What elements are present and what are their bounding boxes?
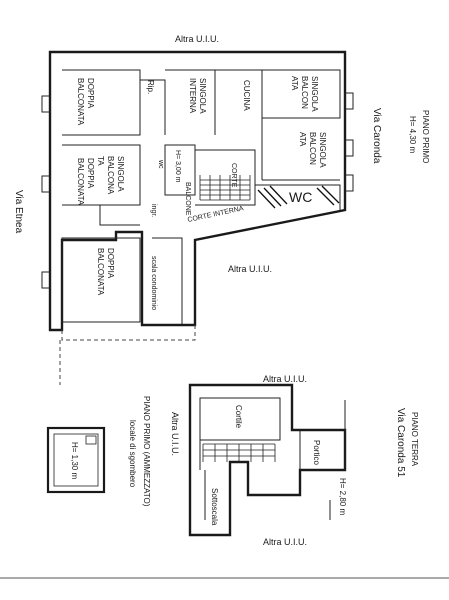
ground-floor-partitions [199, 397, 301, 520]
room-singola-balc1-line3: ATA [290, 76, 299, 91]
street-label-right-lower: Via Caronda 51 [395, 408, 406, 478]
room-singola-balc3-line1: SINGOLA [116, 156, 125, 192]
room-corte-interna: CORTE INTERNA [187, 205, 245, 224]
neighbor-label-lower-bottom: Altra U.I.U. [263, 537, 307, 547]
ground-floor-portico: Portico [312, 440, 321, 465]
room-ingresso: ingr. [150, 204, 157, 217]
mezzanine-plan [46, 426, 106, 494]
room-wc-height: H= 3,00 m [174, 150, 181, 183]
ground-floor-height: H= 2,80 m [338, 478, 347, 515]
ground-floor-sottoscala: Sottoscala [210, 488, 219, 526]
room-cucina: CUCINA [242, 80, 251, 111]
room-singola-balc3-line3: TA [96, 156, 105, 166]
mezzanine-outer-wall [46, 426, 106, 494]
room-singola-balc1-line2: BALCON [300, 76, 309, 109]
mezzanine-height: H= 1,30 m [70, 442, 79, 479]
ground-floor-cortile: Cortile [234, 405, 243, 429]
balcony-markers-left [41, 95, 51, 289]
room-doppia-bot-line2: BALCONATA [96, 248, 105, 296]
corte-stair-hatch [199, 175, 251, 201]
first-floor-title: PIANO PRIMO [421, 110, 430, 163]
room-singola-interna-line1: SINGOLA [198, 78, 207, 114]
street-label-right-upper: Via Caronda [371, 108, 382, 164]
mezzanine-title: PIANO PRIMO (AMMEZZATO) [142, 396, 151, 507]
room-doppia-bot-line1: DOPPIA [106, 248, 115, 279]
mezzanine-subtitle: locale di sgombero [128, 420, 137, 488]
room-doppia-mid-line1: DOPPIA [86, 158, 95, 189]
room-doppia-mid-line2: BALCONATA [76, 158, 85, 206]
balcony-markers-right [344, 92, 354, 192]
ground-floor-outer-wall [188, 383, 347, 537]
room-singola-balc2-line1: SINGOLA [318, 132, 327, 168]
room-ripostiglio: Rip. [146, 80, 155, 94]
room-wc-large: WC [289, 189, 312, 205]
room-singola-balc2-line3: ATA [298, 132, 307, 147]
neighbor-label-middle: Altra U.I.U. [228, 264, 272, 274]
room-singola-balc1-line1: SINGOLA [310, 76, 319, 112]
room-scala-condominio: scala condominio [150, 256, 157, 310]
room-singola-balc3-line2: BALCONA [106, 156, 115, 195]
wc-hatch [257, 185, 340, 209]
neighbor-boundary-dashed [59, 325, 196, 385]
neighbor-label-lower-left: Altra U.I.U. [170, 412, 180, 456]
ground-floor-title: PIANO TERRA [410, 412, 419, 467]
room-doppia-top-line1: DOPPIA [86, 78, 95, 109]
ground-floor-plan [188, 383, 347, 537]
mezzanine-inner-wall [53, 433, 99, 487]
first-floor-plan [41, 50, 354, 385]
room-balcone: BALCONE [184, 182, 191, 216]
neighbor-label-top: Altra U.I.U. [175, 34, 219, 44]
mezzanine-hatch-opening [85, 435, 97, 445]
first-floor-partitions [61, 69, 341, 325]
first-floor-height: H= 4,30 m [408, 116, 417, 153]
ground-stair-hatch [202, 443, 276, 462]
room-doppia-top-line2: BALCONATA [76, 78, 85, 126]
room-wc-small: wc [157, 159, 164, 169]
room-singola-balc2-line2: BALCON [308, 132, 317, 165]
neighbor-label-lower-top: Altra U.I.U. [263, 374, 307, 384]
street-label-left: Via Etnea [13, 190, 24, 234]
room-corte: CORTE [230, 163, 237, 188]
room-singola-interna-line2: INTERNA [188, 78, 197, 114]
